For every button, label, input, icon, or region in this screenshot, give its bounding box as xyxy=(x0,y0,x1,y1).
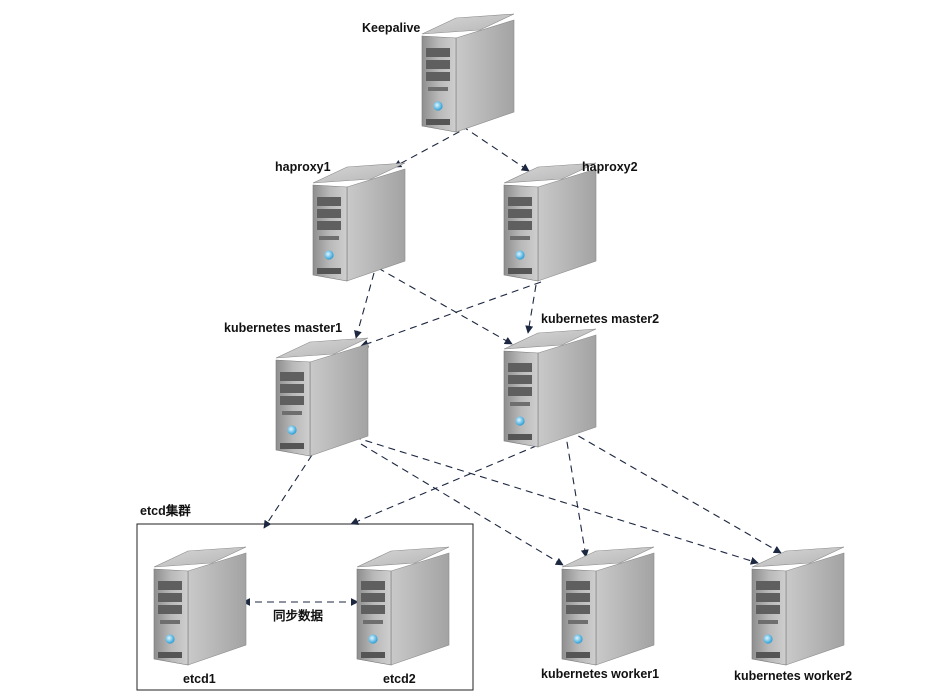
edge-haproxy2-master2 xyxy=(525,284,537,334)
node-etcd2: etcd2 xyxy=(356,546,450,686)
edge-master2-etcd xyxy=(350,440,549,525)
node-label: etcd2 xyxy=(383,672,416,686)
node-label: kubernetes master1 xyxy=(224,321,342,335)
edge-keepalive-haproxy1 xyxy=(393,125,471,168)
node-label: etcd1 xyxy=(183,672,216,686)
node-master1: kubernetes master1 xyxy=(224,321,369,457)
node-haproxy1: haproxy1 xyxy=(275,160,406,282)
edge-haproxy1-master1 xyxy=(354,272,375,339)
edge-master1-etcd xyxy=(263,454,313,529)
sync-label: 同步数据 xyxy=(273,608,324,623)
server-icon xyxy=(751,546,845,666)
node-label: haproxy1 xyxy=(275,160,331,174)
server-icon xyxy=(421,13,515,133)
edge-keepalive-haproxy2 xyxy=(461,125,530,172)
server-icon xyxy=(356,546,450,666)
edge-master2-worker2 xyxy=(567,429,782,554)
node-worker1: kubernetes worker1 xyxy=(541,546,659,681)
edge-haproxy1-master2 xyxy=(377,267,513,345)
node-label: kubernetes worker1 xyxy=(541,667,659,681)
server-icon xyxy=(153,546,247,666)
node-etcd1: etcd1 xyxy=(153,546,247,686)
edge-haproxy2-master1 xyxy=(360,281,542,348)
node-label: kubernetes worker2 xyxy=(734,669,852,683)
server-icon xyxy=(503,162,597,282)
etcd-cluster-label: etcd集群 xyxy=(140,503,191,518)
node-label: haproxy2 xyxy=(582,160,638,174)
server-icon xyxy=(312,162,406,282)
etcd-cluster-box xyxy=(136,523,474,691)
node-haproxy2: haproxy2 xyxy=(503,160,638,282)
edge-master2-worker1 xyxy=(564,429,589,558)
server-icon xyxy=(275,337,369,457)
node-keepalive: Keepalive xyxy=(362,13,515,133)
edge-master1-worker1 xyxy=(360,443,564,566)
server-icon xyxy=(503,328,597,448)
node-worker2: kubernetes worker2 xyxy=(734,546,852,683)
edges xyxy=(242,125,782,606)
edge-master1-worker2 xyxy=(353,436,759,565)
server-icon xyxy=(561,546,655,666)
node-master2: kubernetes master2 xyxy=(503,312,659,448)
node-label: kubernetes master2 xyxy=(541,312,659,326)
node-label: Keepalive xyxy=(362,21,420,35)
